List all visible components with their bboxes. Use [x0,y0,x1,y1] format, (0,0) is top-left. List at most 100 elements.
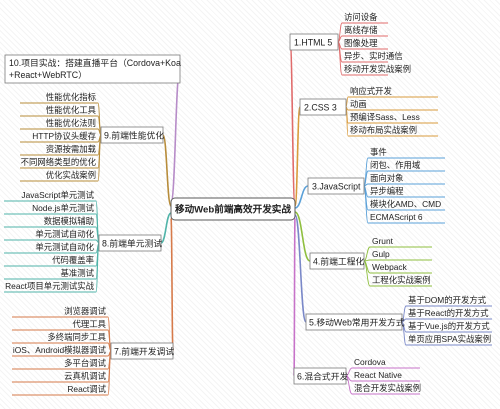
leaf-item[interactable]: 代理工具 [73,319,107,329]
leaf-item[interactable]: 基于DOM的开发方式 [408,295,487,305]
branch-debugging-label: 7.前端开发调试 [114,346,174,357]
leaf-item[interactable]: Gulp [372,249,390,259]
leaf-item[interactable]: Grunt [372,236,394,246]
leaf-item[interactable]: 移动开发实战案例 [344,64,411,74]
branch-performance[interactable]: 9.前端性能优化 [100,126,164,144]
leaf-item[interactable]: 异步编程 [370,186,404,196]
leaf-connector [337,41,388,76]
branch-connector [289,41,296,205]
branch-connector [160,212,172,244]
leaf-item[interactable]: HTTP协议头缓存 [32,131,96,141]
leaf-item[interactable]: 性能优化指标 [46,92,97,102]
leaf-connector [4,242,100,293]
leaf-connector [12,350,112,396]
leaf-item[interactable]: 异步、实时通信 [344,51,403,61]
branch-mobile-web[interactable]: 5.移动Web常用开发方式 [305,313,405,331]
branch-debugging[interactable]: 7.前端开发调试 [110,342,174,360]
leaf-item[interactable]: JavaScript单元测试 [21,190,94,200]
leaf-item[interactable]: 动画 [350,99,367,109]
leaf-item[interactable]: React项目单元测试实战 [5,281,95,291]
leaf-item[interactable]: 预编译Sass、Less [350,112,420,122]
branch-unit-testing[interactable]: 8.前端单元测试 [98,234,162,252]
leaf-item[interactable]: 优化实战案例 [46,170,96,180]
branch-css3-label: 2.CSS 3 [304,103,337,113]
branch-engineering-label: 4.前端工程化 [313,256,365,267]
branch-hybrid-leaves: Cordova React Native 混合开发实战案例 [354,357,421,393]
leaf-item[interactable]: 多终端同步工具 [47,332,106,342]
leaf-item[interactable]: 移动布局实战案例 [350,125,417,135]
branch-css3[interactable]: 2.CSS 3 [299,98,347,116]
branch-html5-leaves: 访问设备 离线存储 图像处理 异步、实时通信 移动开发实战案例 [344,12,411,74]
leaf-item[interactable]: 不同网络类型的优化 [21,157,97,167]
leaf-item[interactable]: 性能优化工具 [46,105,97,115]
leaf-item[interactable]: 多平台调试 [64,358,106,368]
leaf-connector [401,321,492,346]
leaf-connector [345,375,420,395]
branch-javascript-leaves: 事件 闭包、作用域 面向对象 异步编程 模块化AMD、CMD ECMAScrip… [370,147,441,222]
branch-html5[interactable]: 1.HTML 5 [289,33,339,51]
branch-mobile-web-leaves: 基于DOM的开发方式 基于React的开发方式 基于Vue.js的开发方式 单页… [408,295,491,344]
branch-performance-label: 9.前端性能优化 [104,130,164,141]
leaf-item[interactable]: 工程化实战案例 [372,275,431,285]
branch-mobile-web-label: 5.移动Web常用开发方式 [309,317,405,328]
leaf-item[interactable]: 性能优化法则 [46,118,96,128]
leaf-item[interactable]: 访问设备 [344,12,378,22]
branch-project[interactable]: 10.项目实战：搭建直播平台（Cordova+Koa +React+WebRTC… [4,54,181,84]
leaf-item[interactable]: 图像处理 [344,38,378,48]
branch-css3-leaves: 响应式开发 动画 预编译Sass、Less 移动布局实战案例 [350,86,420,135]
leaf-item[interactable]: Cordova [354,357,386,367]
leaf-item[interactable]: 事件 [370,147,387,157]
leaf-item[interactable]: 响应式开发 [350,86,392,96]
leaf-item[interactable]: 基于Vue.js的开发方式 [408,321,490,331]
branch-connector [293,217,296,377]
leaf-item[interactable]: 单页应用SPA实战案例 [408,334,491,344]
branch-connector [162,134,172,207]
leaf-item[interactable]: 基准测试 [61,268,95,278]
leaf-item[interactable]: ECMAScript 6 [370,212,423,222]
leaf-connector [363,246,432,262]
branch-unit-testing-label: 8.前端单元测试 [102,238,162,249]
central-topic[interactable]: 移动Web前端高效开发实战 [170,197,296,221]
leaf-item[interactable]: 数据模拟辅助 [44,216,94,226]
leaf-connector [363,259,432,262]
leaf-item[interactable]: 离线存储 [344,25,378,35]
leaf-item[interactable]: iOS、Android模拟器调试 [13,345,107,355]
branch-html5-label: 1.HTML 5 [294,38,332,48]
leaf-item[interactable]: 单元测试自动化 [35,229,94,239]
branch-unit-testing-leaves: JavaScript单元测试 Node.js单元测试 数据模拟辅助 单元测试自动… [5,190,95,291]
leaf-connector [363,185,445,224]
branch-project-label-line2: +React+WebRTC） [9,70,87,80]
branch-engineering-leaves: Grunt Gulp Webpack 工程化实战案例 [372,236,431,285]
branch-project-label-line1: 10.项目实战：搭建直播平台（Cordova+Koa [9,57,181,68]
branch-connector [294,214,307,323]
branch-javascript[interactable]: 3.JavaScript [307,177,365,195]
leaf-item[interactable]: 基于React的开发方式 [408,308,489,318]
connector-lines [4,22,492,396]
branch-debugging-leaves: 浏览器调试 代理工具 多终端同步工具 iOS、Android模拟器调试 多平台调… [13,306,107,394]
leaf-item[interactable]: React调试 [67,384,106,394]
leaf-item[interactable]: 模块化AMD、CMD [370,199,441,209]
leaf-connector [20,134,102,182]
branch-hybrid-label: 6.混合式开发 [297,371,349,382]
branch-connector [294,106,301,207]
branch-connector [170,68,181,203]
leaf-item[interactable]: Node.js单元测试 [32,203,95,213]
leaf-item[interactable]: 单元测试自动化 [35,242,94,252]
branch-hybrid[interactable]: 6.混合式开发 [293,367,349,385]
branch-connector [294,185,309,209]
branch-connector [170,217,174,352]
leaf-item[interactable]: Webpack [372,262,408,272]
leaf-item[interactable]: 代码覆盖率 [52,255,94,265]
leaf-item[interactable]: 资源按需加载 [46,144,97,154]
branch-connector [294,211,311,262]
leaf-item[interactable]: 面向对象 [370,173,404,183]
leaf-item[interactable]: 混合开发实战案例 [354,383,421,393]
leaf-item[interactable]: 云真机调试 [64,371,106,381]
branch-engineering[interactable]: 4.前端工程化 [309,252,365,270]
leaf-item[interactable]: React Native [354,370,402,380]
leaf-item[interactable]: 闭包、作用域 [370,160,421,170]
central-topic-label: 移动Web前端高效开发实战 [175,204,291,216]
leaf-item[interactable]: 浏览器调试 [64,306,106,316]
